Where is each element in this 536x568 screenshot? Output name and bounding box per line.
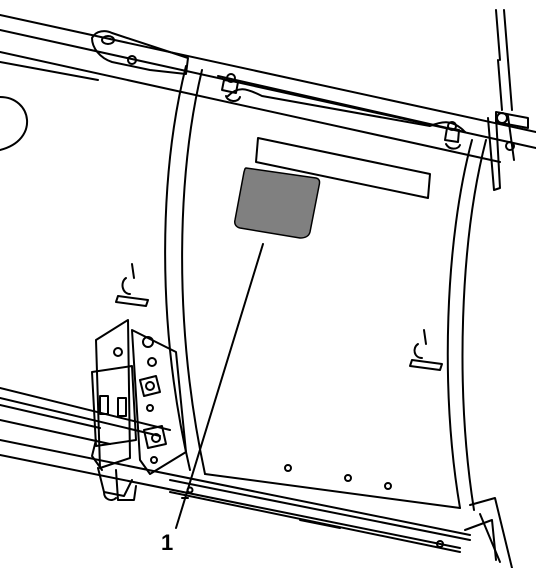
lift-arm bbox=[487, 9, 529, 191]
rib-clip-left bbox=[115, 263, 149, 307]
decal-gray-patch bbox=[234, 167, 321, 239]
callout-label-1: 1 bbox=[161, 530, 174, 555]
latch-assembly bbox=[91, 319, 187, 501]
cutting-edge-right bbox=[464, 497, 513, 568]
top-bolt bbox=[221, 73, 241, 102]
rib-clip-right bbox=[409, 329, 443, 371]
mould-panel bbox=[164, 65, 487, 511]
callout-leader-line bbox=[175, 243, 264, 529]
label-decal bbox=[255, 137, 431, 199]
top-bolt bbox=[444, 121, 461, 150]
bottom-blade-rail bbox=[0, 387, 471, 553]
mounting-tab bbox=[91, 30, 189, 75]
blade-cutout bbox=[0, 96, 29, 151]
